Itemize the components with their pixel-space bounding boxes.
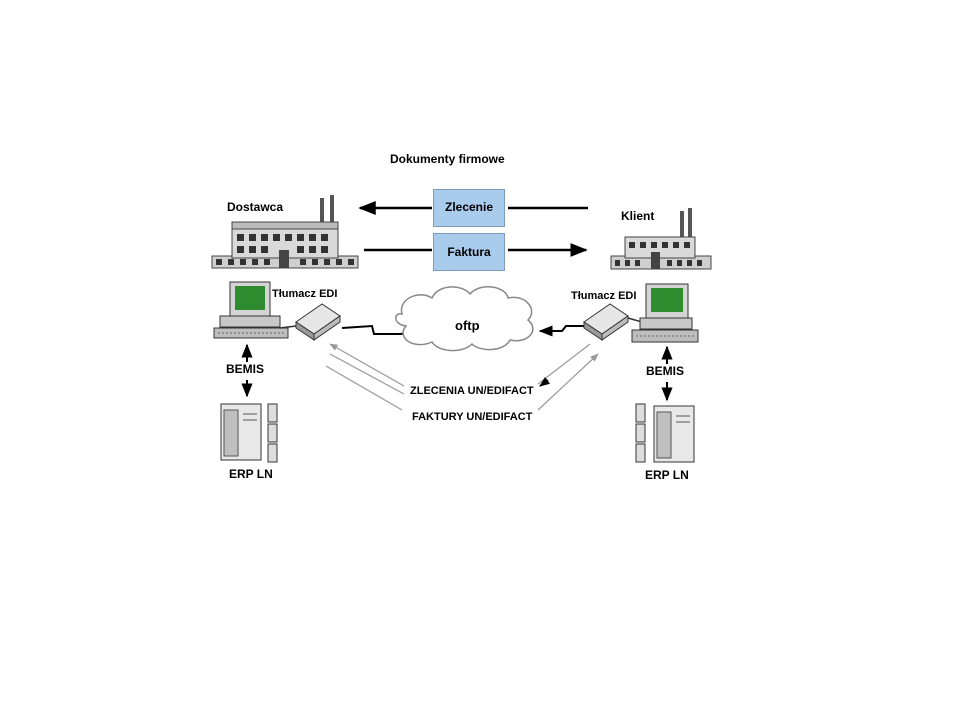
supplier-factory-icon [211,195,359,269]
invoices-message-label: FAKTURY UN/EDIFACT [412,411,533,423]
supplier-erp-label: ERP LN [229,467,273,481]
orders-message-line-left [329,353,405,395]
client-server-icon [635,403,695,463]
client-erp-label: ERP LN [645,468,689,482]
supplier-translator-label: Tłumacz EDI [272,288,338,300]
diagram-title: Dokumenty firmowe [390,152,505,166]
supplier-modem-icon [295,303,341,341]
client-link-line [538,325,586,337]
supplier-server-icon [220,403,278,463]
client-computer-icon [631,283,699,343]
client-factory-icon [610,208,712,270]
orders-message-arrow-head-left [329,343,405,387]
client-modem-icon [583,303,629,341]
order-document-box: Zlecenie [433,189,505,227]
orders-message-label: ZLECENIA UN/EDIFACT [410,385,534,397]
supplier-bemis-label: BEMIS [226,362,265,376]
supplier-computer-icon [213,281,289,339]
oftp-cloud-icon [395,286,534,352]
supplier-label: Dostawca [227,200,284,214]
orders-message-arrow-right [537,343,591,385]
client-translator-label: Tłumacz EDI [571,290,637,302]
invoices-message-arrow-right [537,353,599,411]
invoice-document-box: Faktura [433,233,505,271]
client-label: Klient [621,209,655,223]
oftp-label: oftp [455,318,480,333]
client-bemis-label: BEMIS [646,364,685,378]
supplier-modem-cable [279,325,297,329]
invoices-message-line-left [325,365,403,411]
orders-message-arrow-head-right [539,376,551,387]
